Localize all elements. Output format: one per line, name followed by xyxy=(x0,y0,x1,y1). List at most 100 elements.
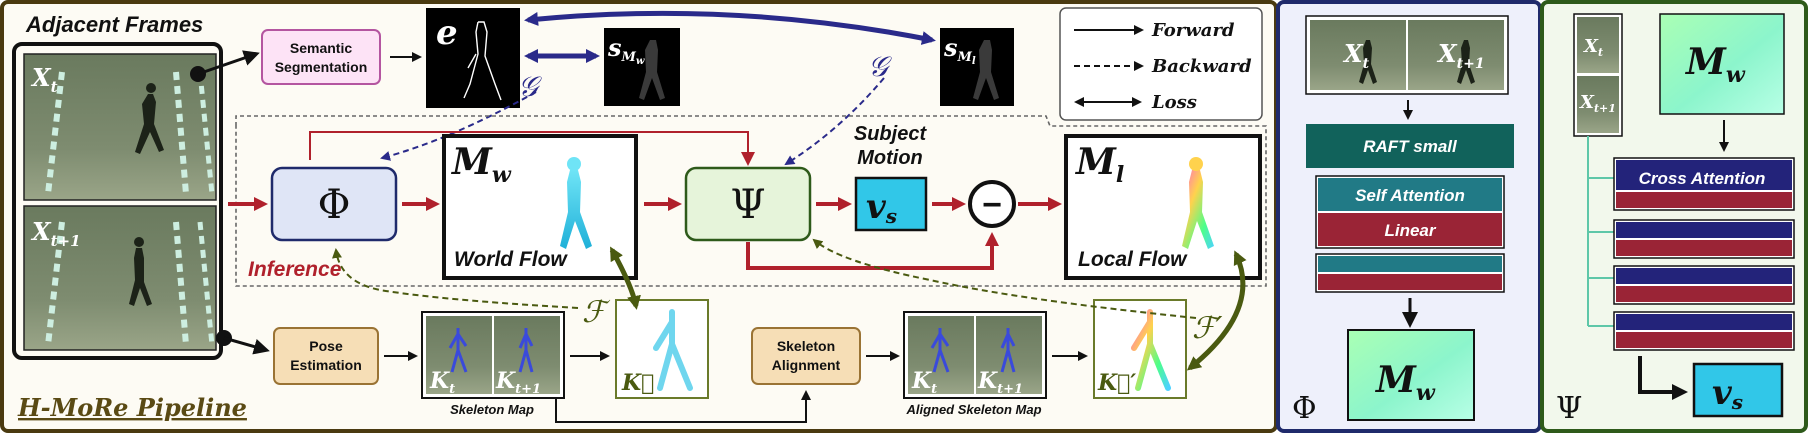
phi-panel-symbol: Φ xyxy=(1292,391,1317,426)
legend-box xyxy=(1059,7,1263,121)
s-ml-silhouette xyxy=(973,40,999,100)
psi-arrow-to-vs xyxy=(1638,356,1688,400)
frame-xt1-pole xyxy=(45,221,65,346)
skeleton-kt-joints xyxy=(448,328,468,373)
phi-xt1-label: Xt+1 xyxy=(1436,39,1485,72)
skeleton-kt1-joints xyxy=(518,328,534,373)
phi-input-xt1-walker xyxy=(1457,40,1475,84)
phi-xt-label: Xt xyxy=(1342,39,1370,72)
pose-estimation-box xyxy=(273,327,379,385)
skeleton-alignment-box xyxy=(751,327,861,385)
skeleton-alignment-label: Alignment xyxy=(772,357,841,373)
frame-xt-pole xyxy=(173,71,189,195)
skeleton-alignment-label: Skeleton xyxy=(777,338,835,354)
phi-input-xt1 xyxy=(1408,20,1504,90)
cross-attention-block xyxy=(1616,160,1792,190)
vs-box xyxy=(854,176,928,232)
semantic-segmentation-box xyxy=(261,29,381,85)
pipeline-title: H-MoRe Pipeline xyxy=(17,393,247,422)
raft-label: RAFT small xyxy=(1363,137,1458,156)
raft-block xyxy=(1306,124,1514,168)
k-vec-skeleton xyxy=(653,309,693,391)
backward-fprime-to-psi xyxy=(812,238,1197,319)
inference-label: Inference xyxy=(248,258,342,281)
semantic-segmentation-label: Semantic xyxy=(290,40,352,56)
legend-forward-label: Forward xyxy=(1151,20,1235,41)
loss-arrow-edge-sml xyxy=(524,10,936,45)
frame-xt1-walker-head xyxy=(134,237,144,247)
loss-ml-kprime xyxy=(1186,250,1247,371)
frame-xt-pole xyxy=(197,71,215,195)
psi-panel-symbol: Ψ xyxy=(1556,391,1582,426)
aligned-kt1-joints xyxy=(1000,328,1016,373)
psi-panel: Xt Xt+1 Mw Cross Attention vs Ψ xyxy=(1540,0,1808,433)
frame-xt1-pole xyxy=(197,221,215,346)
psi-xt-label: Xt xyxy=(1583,36,1603,59)
psi-block-3-linear xyxy=(1616,286,1792,302)
psi-vs-label: vs xyxy=(1712,373,1743,414)
subject-motion-label: Subject xyxy=(854,123,928,145)
forward-feed-to-psi xyxy=(309,131,755,166)
phi-stack-attention xyxy=(1318,256,1502,272)
backward-f-to-phi xyxy=(332,248,579,309)
ml-label: Ml xyxy=(1074,141,1124,188)
frame-xt-pole xyxy=(45,71,65,195)
aligned-kt-label: Kt xyxy=(911,368,937,397)
kt-label: Kt xyxy=(429,368,455,397)
frame-xt: Xt xyxy=(23,53,217,201)
legend: Forward Backward Loss xyxy=(1059,7,1263,121)
frame-xt1-label: Xt+1 xyxy=(30,217,81,250)
phi-output-mw xyxy=(1347,329,1475,421)
pipeline-panel: Adjacent Frames Xt Xt+1 Semantic Segment… xyxy=(0,0,1278,433)
legend-loss-label: Loss xyxy=(1151,92,1197,113)
frame-xt-walker-head xyxy=(146,83,156,93)
frame-xt1: Xt+1 xyxy=(23,205,217,351)
loss-mw-kvec xyxy=(609,246,641,310)
legend-backward-label: Backward xyxy=(1151,56,1252,77)
psi-block-2-linear xyxy=(1616,240,1792,256)
s-ml-label: sMl xyxy=(943,33,976,67)
world-flow-box xyxy=(442,134,638,280)
aligned-kt-joints xyxy=(930,328,950,373)
skeleton-map-label: Skeleton Map xyxy=(450,402,534,417)
pose-estimation-label: Pose xyxy=(309,338,343,354)
psi-block-3-attention xyxy=(1616,268,1792,284)
self-attention-block xyxy=(1318,178,1502,211)
phi-input-xt xyxy=(1310,20,1406,90)
phi-input-xt-walker xyxy=(1359,40,1377,84)
phi-panel: Xt Xt+1 RAFT small Self Attention Linear… xyxy=(1276,0,1542,433)
phi-stack-linear xyxy=(1318,274,1502,290)
linear-block xyxy=(1318,213,1502,246)
arrow-frames-to-pose xyxy=(223,336,270,355)
psi-block-1-linear xyxy=(1616,192,1792,208)
psi-mw-input xyxy=(1659,13,1785,115)
world-flow-silhouette xyxy=(560,170,592,249)
local-flow-label: Local Flow xyxy=(1078,248,1188,271)
frame-xt-walker xyxy=(135,94,164,154)
s-mw-silhouette xyxy=(639,40,665,100)
psi-symbol: Ψ xyxy=(730,182,765,228)
psi-xt1-label: Xt+1 xyxy=(1579,92,1616,115)
self-attention-label: Self Attention xyxy=(1355,186,1465,205)
mw-label: Mw xyxy=(450,141,512,188)
psi-block-2-attention xyxy=(1616,222,1792,238)
psi-mw-label: Mw xyxy=(1684,41,1746,88)
k-vec-label: K⃗ xyxy=(621,370,654,396)
psi-block-4-attention xyxy=(1616,314,1792,330)
world-flow-head xyxy=(567,157,581,171)
minus-operator xyxy=(968,180,1016,228)
adjacent-frames-box xyxy=(12,42,223,360)
psi-box xyxy=(684,166,812,242)
semantic-segmentation-label: Segmentation xyxy=(275,59,368,75)
psi-input-xt1 xyxy=(1577,76,1619,133)
minus-symbol: − xyxy=(982,186,1002,224)
frame-xt1-walker xyxy=(129,248,152,306)
k-prime-label: K⃗′ xyxy=(1097,370,1136,396)
vs-label: vs xyxy=(866,187,897,228)
pose-estimation-label: Estimation xyxy=(290,357,362,373)
phi-symbol: Φ xyxy=(318,182,351,228)
phi-output-mw-label: Mw xyxy=(1374,359,1436,406)
psi-block-4-linear xyxy=(1616,332,1792,348)
local-flow-silhouette xyxy=(1182,170,1214,249)
